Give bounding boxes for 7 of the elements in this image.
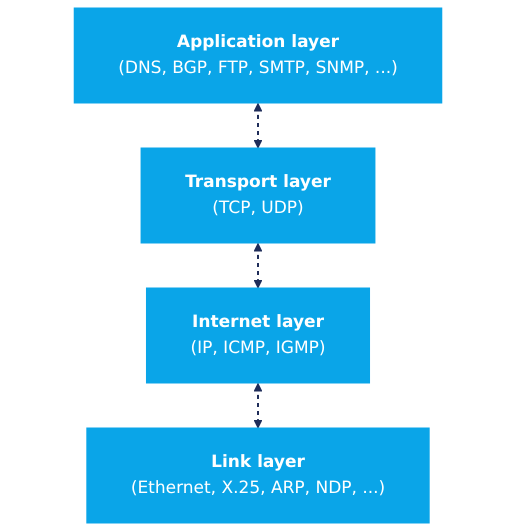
node-box: Application layer (DNS, BGP, FTP, SMTP, SNMP, ...) <box>74 8 442 104</box>
arrow <box>254 103 262 148</box>
node-box: Transport layer (TCP, UDP) <box>140 148 376 244</box>
arrow <box>254 383 262 428</box>
arrow <box>254 243 262 288</box>
node-box: Internet layer (IP, ICMP, IGMP) <box>146 288 370 384</box>
node-box: Link layer (Ethernet, X.25, ARP, NDP, ...) <box>86 428 430 524</box>
